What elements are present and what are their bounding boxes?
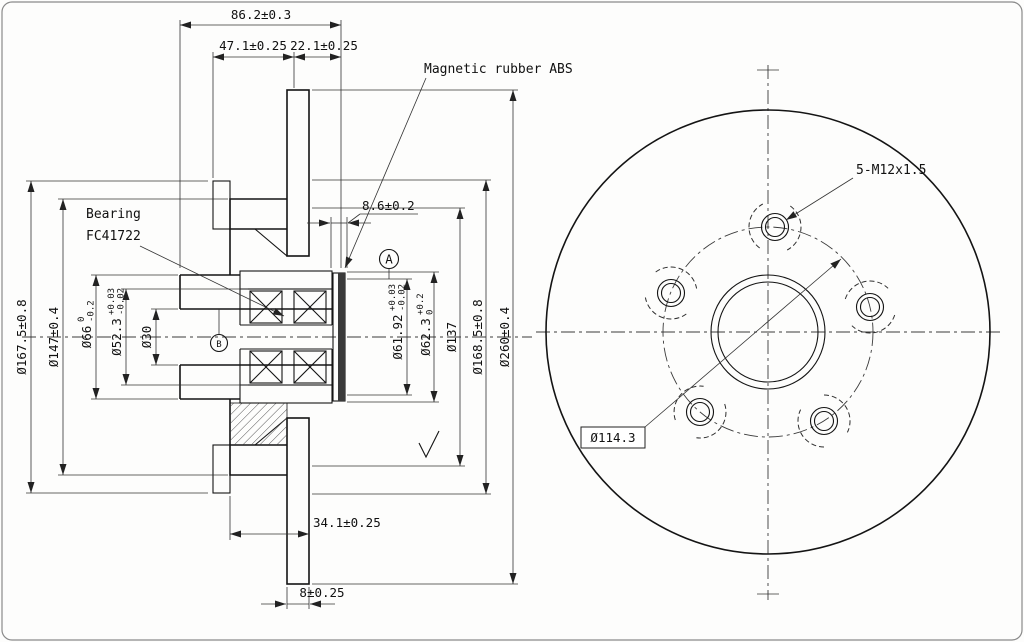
bolt-spec-leader (785, 177, 854, 221)
extension-lines (26, 20, 518, 609)
flange-top (229, 198, 287, 230)
datum-b-label: B (216, 340, 221, 350)
bearing-symbol (239, 270, 333, 404)
svg-text:0: 0 (426, 310, 436, 315)
svg-text:Ø52.3: Ø52.3 (109, 318, 124, 356)
bolt-spec-label: 5-M12x1.5 (856, 163, 926, 178)
dim-flange-width: 47.1±0.25 (219, 38, 287, 53)
flange-section-hatch (229, 402, 288, 446)
bolt-circle-leader (644, 258, 842, 428)
dim-dia-52: Ø52.3 +0.03 -0.02 (107, 288, 127, 356)
flange-hidden-outline (644, 203, 896, 448)
abs-leader (344, 77, 427, 269)
bearing-leader (139, 245, 285, 317)
bolt-circle-dia-label: Ø114.3 (590, 430, 635, 445)
datum-a: A (378, 248, 400, 279)
datum-a-label: A (385, 252, 393, 267)
dimension-lines (27, 21, 517, 608)
svg-text:Ø61.92: Ø61.92 (390, 314, 405, 359)
disc-plate-top (286, 89, 310, 257)
svg-text:-0.02: -0.02 (117, 288, 127, 315)
datum-b: B (209, 309, 229, 353)
bolt-holes (656, 212, 885, 436)
bolt-circle (662, 226, 874, 438)
abs-ring (332, 272, 346, 402)
bolt-circle-dia: Ø114.3 (580, 426, 646, 449)
dim-dia-260: Ø260±0.4 (497, 307, 512, 367)
surface-finish-icon (418, 430, 440, 459)
svg-text:Ø66: Ø66 (79, 326, 94, 349)
flange-tip-top (212, 180, 231, 230)
flange-bottom (229, 444, 287, 476)
abs-label: Magnetic rubber ABS (424, 62, 573, 77)
dim-disc-thickness: 8±0.25 (299, 585, 344, 600)
bearing-code: FC41722 (86, 229, 141, 244)
section-view: A B 86.2±0.3 47.1±0.25 22.1±0.25 Magneti… (14, 7, 573, 609)
bearing-label: Bearing (86, 207, 141, 222)
svg-text:+0.03: +0.03 (107, 288, 117, 315)
dim-dia-623: Ø62.3 +0.2 0 (416, 293, 436, 356)
dim-dia-1685: Ø168.5±0.8 (470, 299, 485, 374)
flange-tip-bottom (212, 444, 231, 494)
hub-bore-circle-inner (717, 281, 819, 383)
dim-dia-6192: Ø61.92 +0.03 -0.02 (388, 284, 408, 360)
disc-outer-circle (545, 109, 991, 555)
dim-hub-depth: 34.1±0.25 (313, 515, 381, 530)
svg-text:0: 0 (77, 317, 87, 322)
dim-total-width: 86.2±0.3 (231, 7, 291, 22)
dim-dia-66: Ø66 0 -0.2 (77, 300, 97, 348)
front-view: 5-M12x1.5 Ø114.3 (536, 65, 1003, 600)
dim-dia-137: Ø137 (444, 322, 459, 352)
svg-text:-0.02: -0.02 (398, 284, 408, 311)
dim-dia-147: Ø147±0.4 (46, 307, 61, 367)
dim-dia-167: Ø167.5±0.8 (14, 299, 29, 374)
dim-right-width: 22.1±0.25 (290, 38, 358, 53)
svg-text:-0.2: -0.2 (87, 300, 97, 322)
part-outline (179, 89, 332, 585)
dim-dia-30: Ø30 (139, 326, 154, 349)
dim-abs-gap: 8.6±0.2 (362, 198, 415, 213)
svg-text:+0.03: +0.03 (388, 284, 398, 311)
svg-text:Ø62.3: Ø62.3 (418, 318, 433, 356)
svg-text:+0.2: +0.2 (416, 293, 426, 315)
hub-bore-circle-outer (710, 274, 826, 390)
disc-plate-bottom (286, 417, 310, 585)
